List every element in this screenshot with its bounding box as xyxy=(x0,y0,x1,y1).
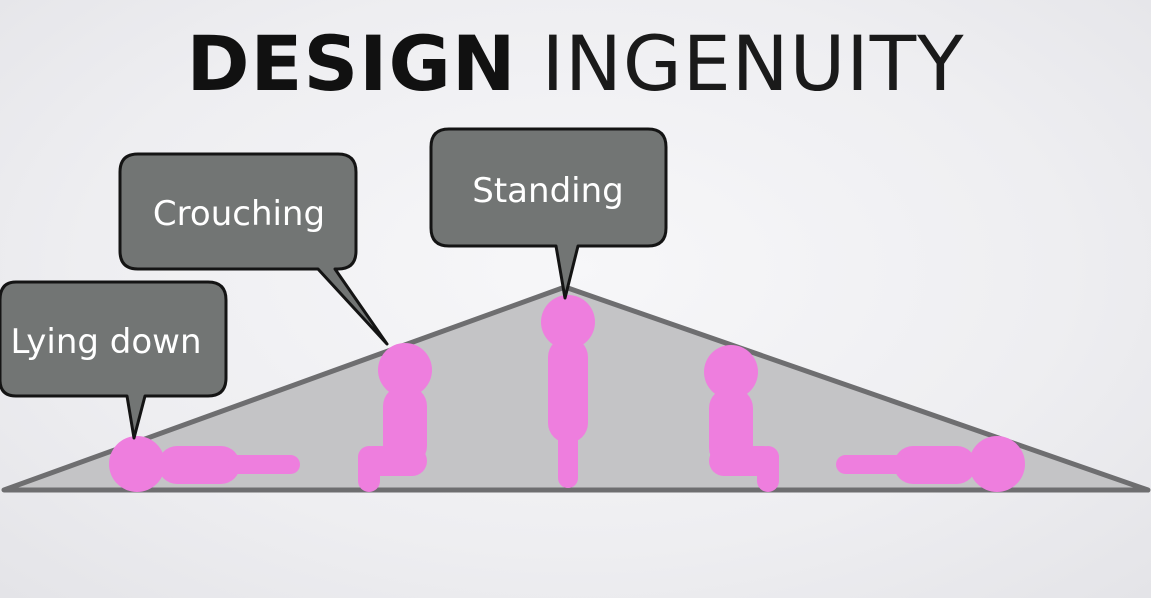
title-bold: DESIGN xyxy=(186,19,517,108)
lying-down-bubble-shape xyxy=(0,280,228,440)
slide-title: DESIGN INGENUITY xyxy=(0,18,1151,110)
standing-figure xyxy=(541,295,595,488)
lying-down-label: Lying down xyxy=(10,322,201,362)
crouching-label: Crouching xyxy=(153,194,325,234)
crouching-bubble: Crouching xyxy=(118,152,389,346)
standing-bubble-shape xyxy=(429,127,668,300)
standing-bubble: Standing xyxy=(429,127,668,300)
crouching-bubble-shape xyxy=(118,152,389,346)
lying-down-bubble: Lying down xyxy=(0,280,228,440)
lying-figure-right xyxy=(836,436,1025,492)
title-light: INGENUITY xyxy=(541,19,965,108)
lying-figure-left xyxy=(109,436,300,492)
standing-label: Standing xyxy=(472,171,623,211)
crouching-figure-right xyxy=(704,345,779,492)
crouching-figure-left xyxy=(358,343,432,492)
